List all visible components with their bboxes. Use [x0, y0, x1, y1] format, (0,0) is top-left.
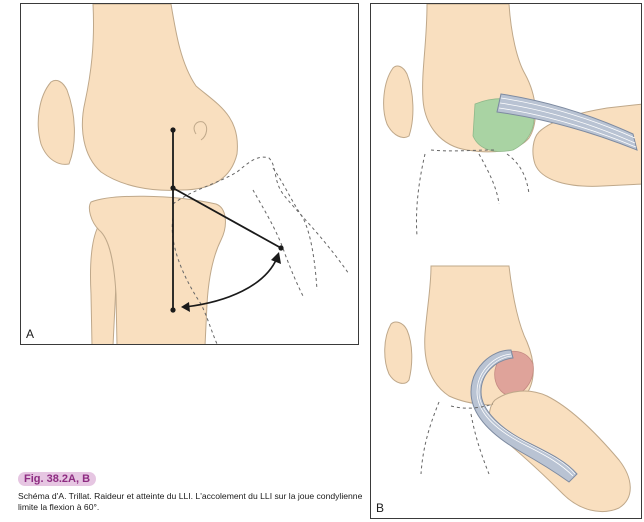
- point-bottom: [170, 307, 175, 312]
- point-right: [278, 245, 283, 250]
- point-center: [170, 185, 175, 190]
- dashed-outline-upper-2: [479, 154, 499, 204]
- dashed-ligament-outline-3: [273, 168, 317, 290]
- panel-a-letter: A: [26, 327, 34, 341]
- figure-caption: Schéma d'A. Trillat. Raideur et atteinte…: [18, 491, 368, 513]
- patella: [38, 80, 74, 164]
- arrowhead-upper: [271, 252, 281, 264]
- patella-upper: [384, 66, 413, 138]
- dashed-outline-lower: [421, 402, 439, 474]
- patella-lower: [385, 322, 412, 383]
- tibia-lower: [489, 391, 630, 511]
- femur: [82, 4, 237, 190]
- panel-a: A: [20, 3, 359, 345]
- panel-b-drawing: [371, 4, 642, 519]
- point-top: [170, 127, 175, 132]
- panel-b: B: [370, 3, 642, 519]
- figure-label: Fig. 38.2A, B: [18, 472, 96, 486]
- dashed-outline-upper: [416, 154, 425, 236]
- panel-b-letter: B: [376, 501, 384, 515]
- panel-a-drawing: [21, 4, 359, 345]
- dashed-outline-upper-3: [507, 154, 529, 194]
